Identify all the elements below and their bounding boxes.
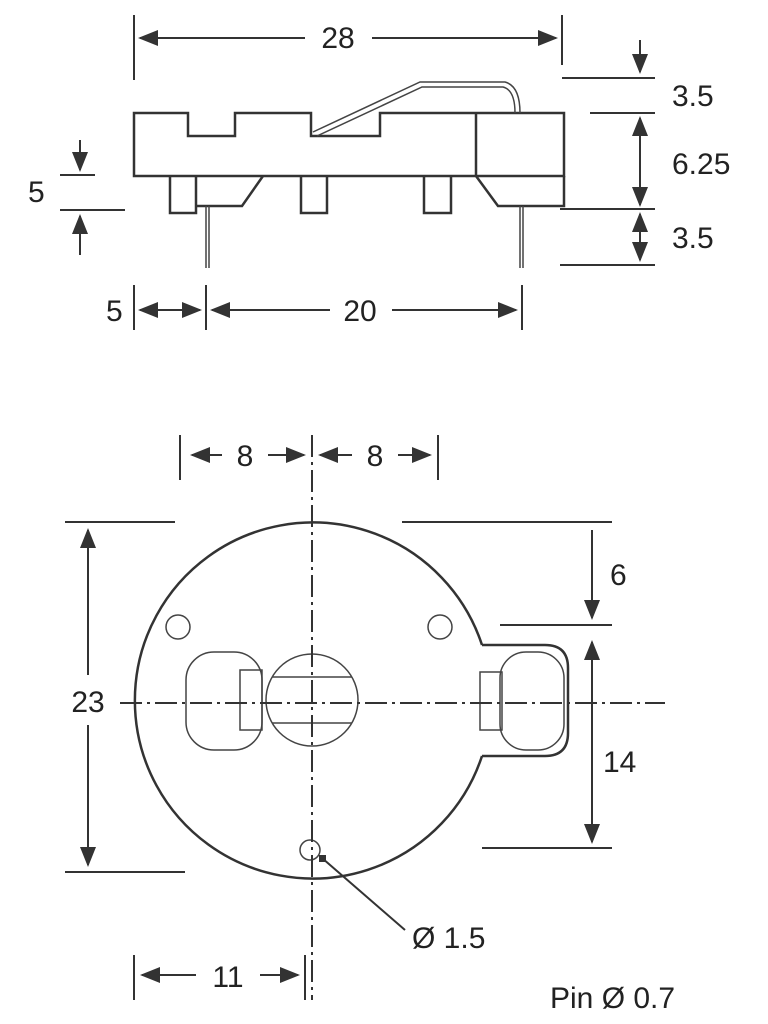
- holder-outline: [133, 521, 484, 880]
- dim-diameter: 23: [71, 686, 104, 719]
- mount-hole: [165, 614, 191, 640]
- holder-body: [132, 111, 566, 178]
- dim-left-offset: 8: [237, 440, 254, 473]
- dim-pin-offset: 5: [106, 295, 123, 328]
- left-contact-neck: [239, 669, 263, 731]
- right-contact: [499, 651, 565, 751]
- bottom-view: 8 8 23 6 14 Ø 1.5 11 Pin Ø 0.7: [65, 435, 675, 1015]
- dim-overall-length: 28: [321, 22, 354, 55]
- dim-tab-offset: 6: [610, 559, 627, 592]
- side-view: 28 3.5 6.25 3.5 5 5 20: [28, 15, 730, 330]
- dim-body-height: 6.25: [672, 148, 730, 181]
- dim-pin-length: 3.5: [672, 222, 714, 255]
- pins: [205, 206, 524, 268]
- dim-wire-height: 3.5: [672, 80, 714, 113]
- left-contact: [185, 651, 263, 751]
- dim-hole-diameter: Ø 1.5: [412, 922, 485, 955]
- dim-right-offset: 8: [367, 440, 384, 473]
- mount-hole: [427, 614, 453, 640]
- dim-tab-width: 14: [603, 746, 636, 779]
- dim-standoff: 5: [28, 176, 45, 209]
- standoffs: [168, 176, 453, 215]
- pin-note: Pin Ø 0.7: [550, 982, 675, 1015]
- dim-pin-spacing: 20: [343, 295, 376, 328]
- right-contact-neck: [479, 671, 503, 731]
- spring-wire: [312, 81, 521, 137]
- contact-tab: [482, 643, 570, 758]
- hole-1-5: [299, 839, 321, 861]
- dim-hole-offset: 11: [212, 961, 243, 994]
- feet: [196, 175, 566, 208]
